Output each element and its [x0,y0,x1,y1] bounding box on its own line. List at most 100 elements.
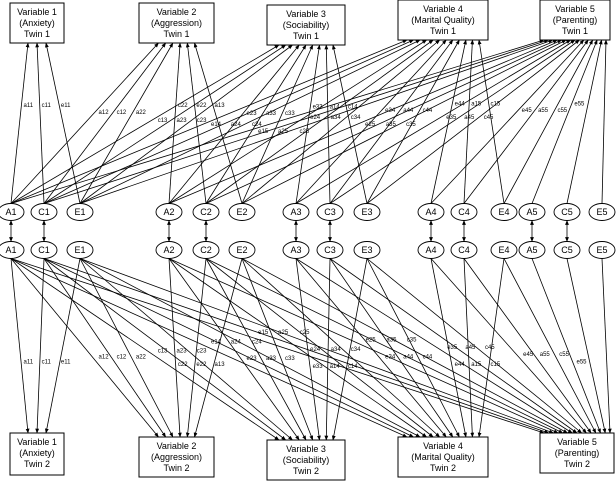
path-e3-to-variable-4-twin-2 [366,258,460,438]
path-a3-to-variable-3-twin-2 [295,258,321,441]
path-c2-to-variable-2-twin-1 [185,42,207,204]
svg-text:c12: c12 [117,110,127,116]
factor-a2-twin-2: A2 [155,241,183,259]
label-e22-twin-1: e22 [196,103,207,109]
label-c13-twin-2: c13 [158,349,168,355]
variable-4-twin-1-box: Variable 4(Marital Quality)Twin 1 [397,0,489,41]
label-a35-twin-1: a35 [386,122,397,128]
variable-4-title: Variable 4 [423,441,463,451]
label-a55-twin-2: a55 [540,352,551,358]
variable-1-twin: Twin 2 [24,459,50,469]
svg-text:e23: e23 [247,111,258,117]
path-c1-to-variable-3-twin-2 [43,258,287,441]
factor-e1-twin-2: E1 [66,241,94,259]
factor-a4-twin-2: A4 [417,241,445,259]
label-c14-twin-1: c14 [348,104,358,110]
path-c1-to-variable-3-twin-1 [43,44,287,204]
svg-text:C1: C1 [38,207,50,217]
svg-text:e55: e55 [577,359,588,365]
svg-text:E3: E3 [361,207,372,217]
svg-text:c35: c35 [406,122,416,128]
label-a15-twin-2: a15 [471,362,482,368]
label-e35-twin-2: e35 [447,345,458,351]
path-e1-to-variable-1-twin-2 [44,258,81,434]
path-coefficient-labels: a11a11c11c11e11e11a12a12c12c12a22a22c22c… [24,101,588,369]
path-a3-to-variable-4-twin-1 [295,39,447,204]
svg-text:a23: a23 [177,118,188,124]
svg-text:A2: A2 [163,207,174,217]
svg-text:E1: E1 [74,207,85,217]
svg-text:e14: e14 [211,340,222,346]
path-e2-to-variable-3-twin-2 [241,258,314,441]
svg-text:C4: C4 [458,207,470,217]
svg-text:a55: a55 [540,352,551,358]
variable-5-twin: Twin 1 [562,26,588,36]
svg-text:C5: C5 [561,245,573,255]
label-c22-twin-2: c22 [178,362,188,368]
label-c24-twin-1: c24 [252,122,262,128]
label-a12-twin-2: a12 [99,354,110,360]
path-e4-to-variable-5-twin-2 [503,258,597,434]
variable-2-trait: (Aggression) [151,18,202,28]
label-e14-twin-2: e14 [211,340,222,346]
factor-a1-twin-1: A1 [0,203,25,221]
label-c35-twin-2: c35 [407,338,417,344]
label-c24-twin-2: c24 [252,340,262,346]
svg-text:a23: a23 [177,349,188,355]
path-a2-to-variable-3-twin-1 [168,44,300,204]
svg-text:c13: c13 [158,118,168,124]
variable-1-trait: (Anxiety) [19,448,55,458]
label-c14-twin-2: c14 [348,364,358,370]
svg-text:a24: a24 [231,122,242,128]
svg-text:E1: E1 [74,245,85,255]
svg-text:A3: A3 [290,245,301,255]
svg-text:a34: a34 [331,115,342,121]
label-a34-twin-1: a34 [331,115,342,121]
svg-text:e15: e15 [258,330,269,336]
svg-text:c35: c35 [407,338,417,344]
factor-e4-twin-2: E4 [490,241,518,259]
svg-text:a12: a12 [99,354,110,360]
variable-4-twin: Twin 2 [430,463,456,473]
svg-text:c24: c24 [252,122,262,128]
label-a22-twin-1: a22 [136,110,147,116]
svg-text:c15: c15 [491,362,501,368]
label-e55-twin-2: e55 [577,359,588,365]
svg-text:E5: E5 [596,207,607,217]
label-e25-twin-1: e25 [365,122,376,128]
svg-text:e35: e35 [446,115,457,121]
path-c3-to-variable-3-twin-1 [324,44,331,204]
label-c44-twin-2: c44 [423,354,433,360]
variable-1-title: Variable 1 [17,437,57,447]
label-a44-twin-1: a44 [403,108,414,114]
path-edges [9,39,612,441]
label-e33-twin-1: e33 [313,104,324,110]
path-a2-to-variable-4-twin-2 [168,258,428,438]
variable-3-title: Variable 3 [286,9,326,19]
path-e3-to-variable-5-twin-2 [366,258,583,434]
factor-e3-twin-1: E3 [353,203,381,221]
label-e23-twin-1: e23 [247,111,258,117]
svg-text:e34: e34 [385,354,396,360]
path-c1-to-variable-5-twin-2 [43,258,550,434]
svg-text:e24: e24 [310,115,321,121]
svg-text:c13: c13 [158,349,168,355]
factor-e2-twin-2: E2 [228,241,256,259]
path-e2-to-variable-5-twin-2 [241,258,568,434]
path-e1-to-variable-2-twin-1 [79,42,174,204]
label-e34-twin-2: e34 [385,354,396,360]
factor-a4-twin-1: A4 [417,203,445,221]
label-c55-twin-1: c55 [557,108,567,114]
label-e33-twin-2: e33 [313,364,324,370]
svg-text:a34: a34 [331,347,342,353]
path-a1-to-variable-1-twin-1 [10,42,30,204]
svg-text:A3: A3 [290,207,301,217]
path-e2-to-variable-5-twin-1 [241,39,567,204]
svg-text:e24: e24 [310,347,321,353]
svg-text:E4: E4 [498,245,509,255]
label-e45-twin-2: e45 [523,352,534,358]
svg-text:C1: C1 [38,245,50,255]
path-a4-to-variable-5-twin-1 [430,39,585,204]
svg-text:A5: A5 [526,245,537,255]
